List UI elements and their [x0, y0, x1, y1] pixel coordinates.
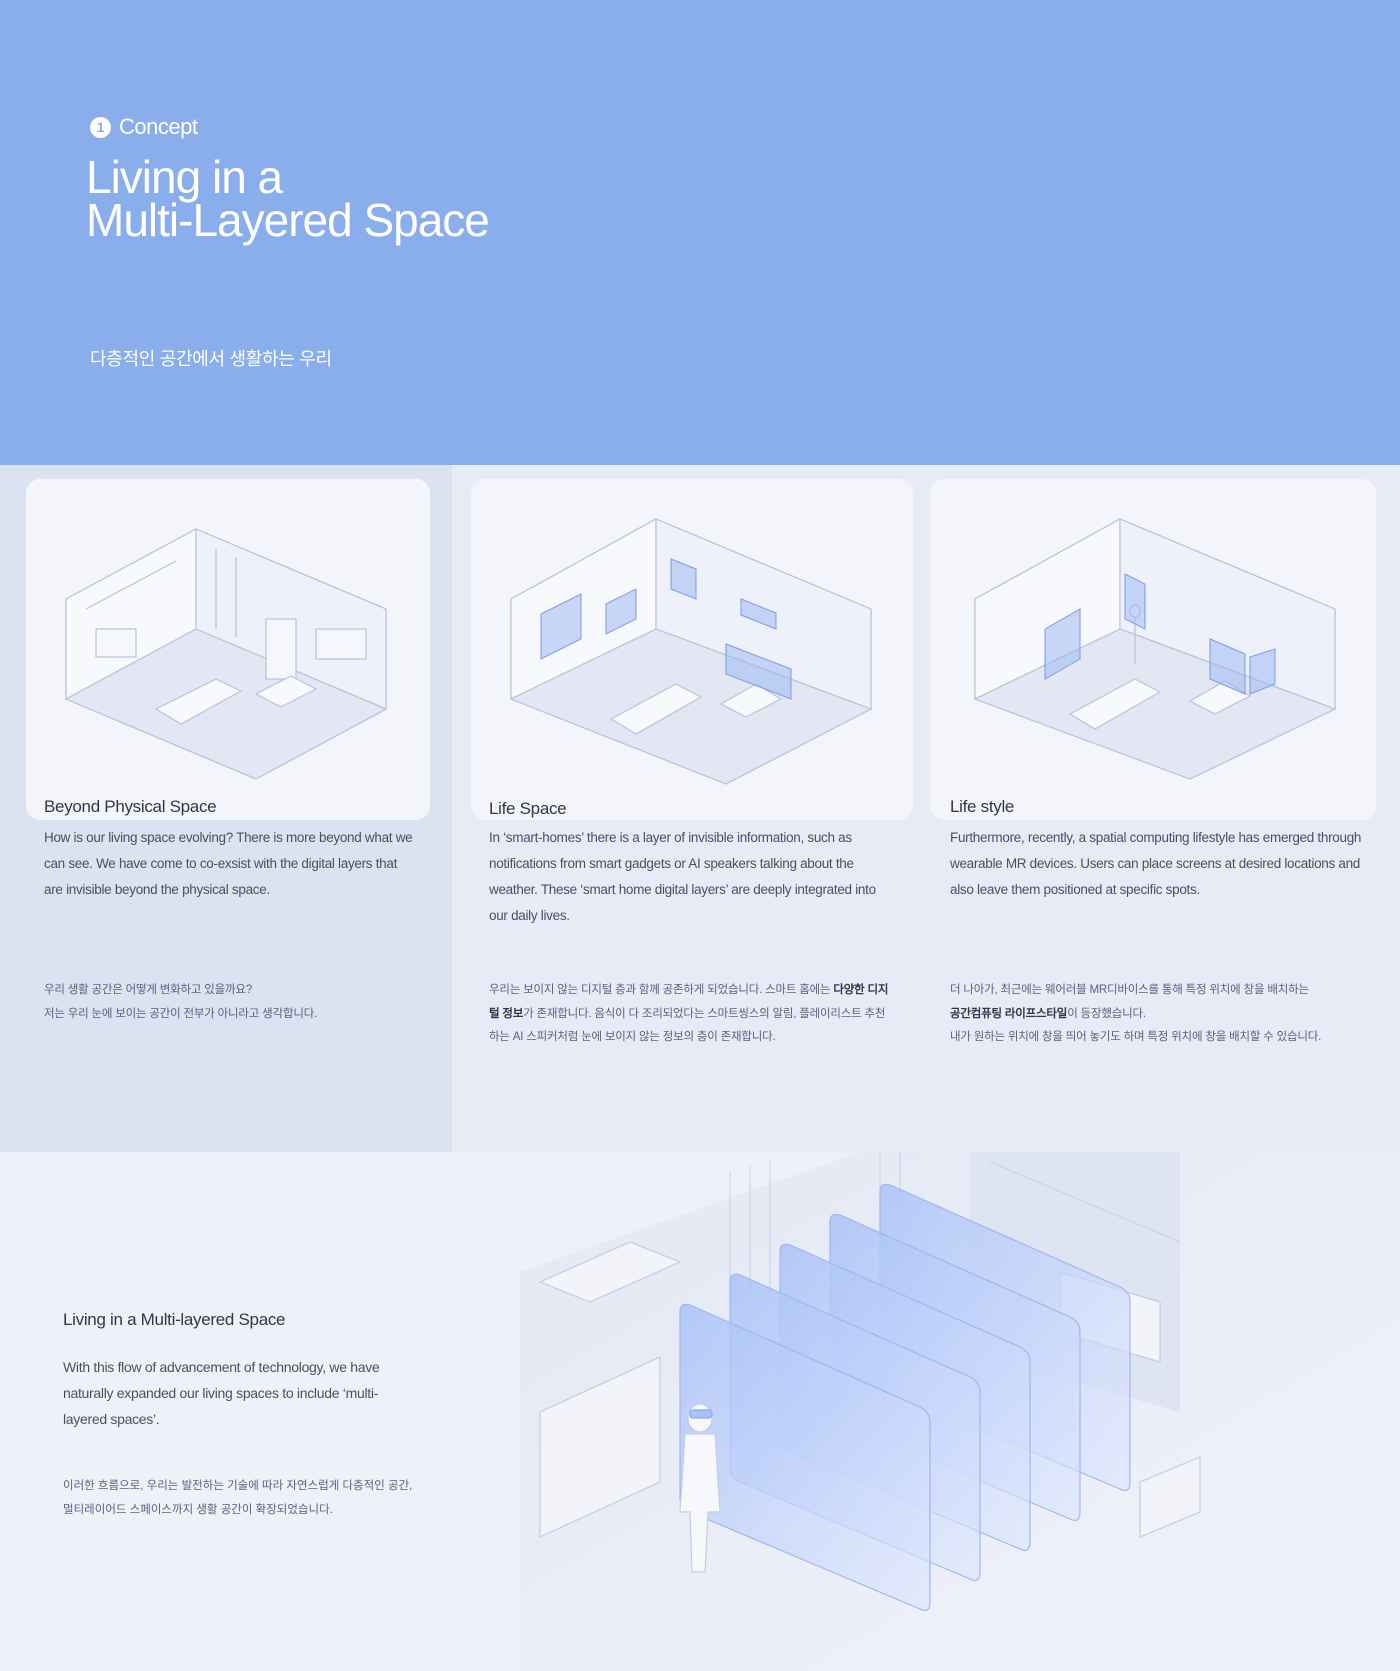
ko-line: 더 나아가, 최근에는 웨어러블 MR디바이스를 통해 특정 위치에 창을 배치… [950, 984, 1309, 996]
title-line-1: Living in a [86, 151, 283, 203]
ko-line: 내가 원하는 위치에 창을 띄어 놓기도 하며 특정 위치에 창을 배치할 수 … [950, 1031, 1322, 1043]
ko-line: 이러한 흐름으로, 우리는 발전하는 기술에 따라 자연스럽게 다층적인 공간, [63, 1480, 413, 1492]
concept-text: Concept [119, 114, 198, 139]
multi-layered-section: Living in a Multi-layered Space With thi… [0, 1152, 1400, 1671]
concept-panels: Beyond Physical Space How is our living … [0, 465, 1400, 1152]
section-text-ko: 이러한 흐름으로, 우리는 발전하는 기술에 따라 자연스럽게 다층적인 공간,… [63, 1475, 443, 1522]
ko-line: 공간컴퓨팅 라이프스타일이 등장했습니다. [950, 1007, 1146, 1020]
section-title: Living in a Multi-layered Space [63, 1310, 286, 1329]
ko-highlight: 공간컴퓨팅 라이프스타일 [950, 1007, 1068, 1020]
room-illustration-life-space [471, 479, 913, 820]
ko-line: 우리 생활 공간은 어떻게 변화하고 있을까요? [44, 984, 253, 996]
ko-line: 멀티레이어드 스페이스까지 생활 공간이 확장되었습니다. [63, 1503, 333, 1516]
column-title-life-style: Life style [950, 797, 1015, 816]
column-text-ko-life-space: 우리는 보이지 않는 디지털 층과 함께 공존하게 되었습니다. 스마트 홈에는… [489, 984, 889, 1043]
multi-layer-illustration [520, 1152, 1400, 1671]
column-text-en-beyond: How is our living space evolving? There … [44, 830, 413, 897]
concept-number-badge: 1 [90, 116, 111, 138]
hero-subtitle: 다층적인 공간에서 생활하는 우리 [90, 349, 332, 369]
column-text-en-life-space: In ‘smart-homes’ there is a layer of inv… [489, 830, 876, 923]
column-text-ko-beyond: 우리 생활 공간은 어떻게 변화하고 있을까요? 저는 우리 눈에 보이는 공간… [44, 979, 424, 1026]
room-illustration-physical [26, 479, 430, 820]
hero-section: 1 Concept Living in a Multi-Layered Spac… [0, 0, 1400, 465]
ko-highlight: 다양한 디지털 정보 [489, 984, 889, 1020]
section-text-en: With this flow of advancement of technol… [63, 1359, 380, 1427]
column-title-life-space: Life Space [489, 799, 567, 818]
room-illustration-life-style [930, 479, 1376, 820]
page-title: Living in a Multi-Layered Space [86, 151, 490, 246]
title-line-2: Multi-Layered Space [86, 194, 490, 246]
concept-label: 1 Concept [90, 114, 198, 140]
column-title-beyond: Beyond Physical Space [44, 797, 217, 816]
column-text-ko-life-style: 더 나아가, 최근에는 웨어러블 MR디바이스를 통해 특정 위치에 창을 배치… [950, 979, 1380, 1050]
ko-line: 저는 우리 눈에 보이는 공간이 전부가 아니라고 생각합니다. [44, 1007, 318, 1020]
column-text-en-life-style: Furthermore, recently, a spatial computi… [950, 830, 1362, 897]
